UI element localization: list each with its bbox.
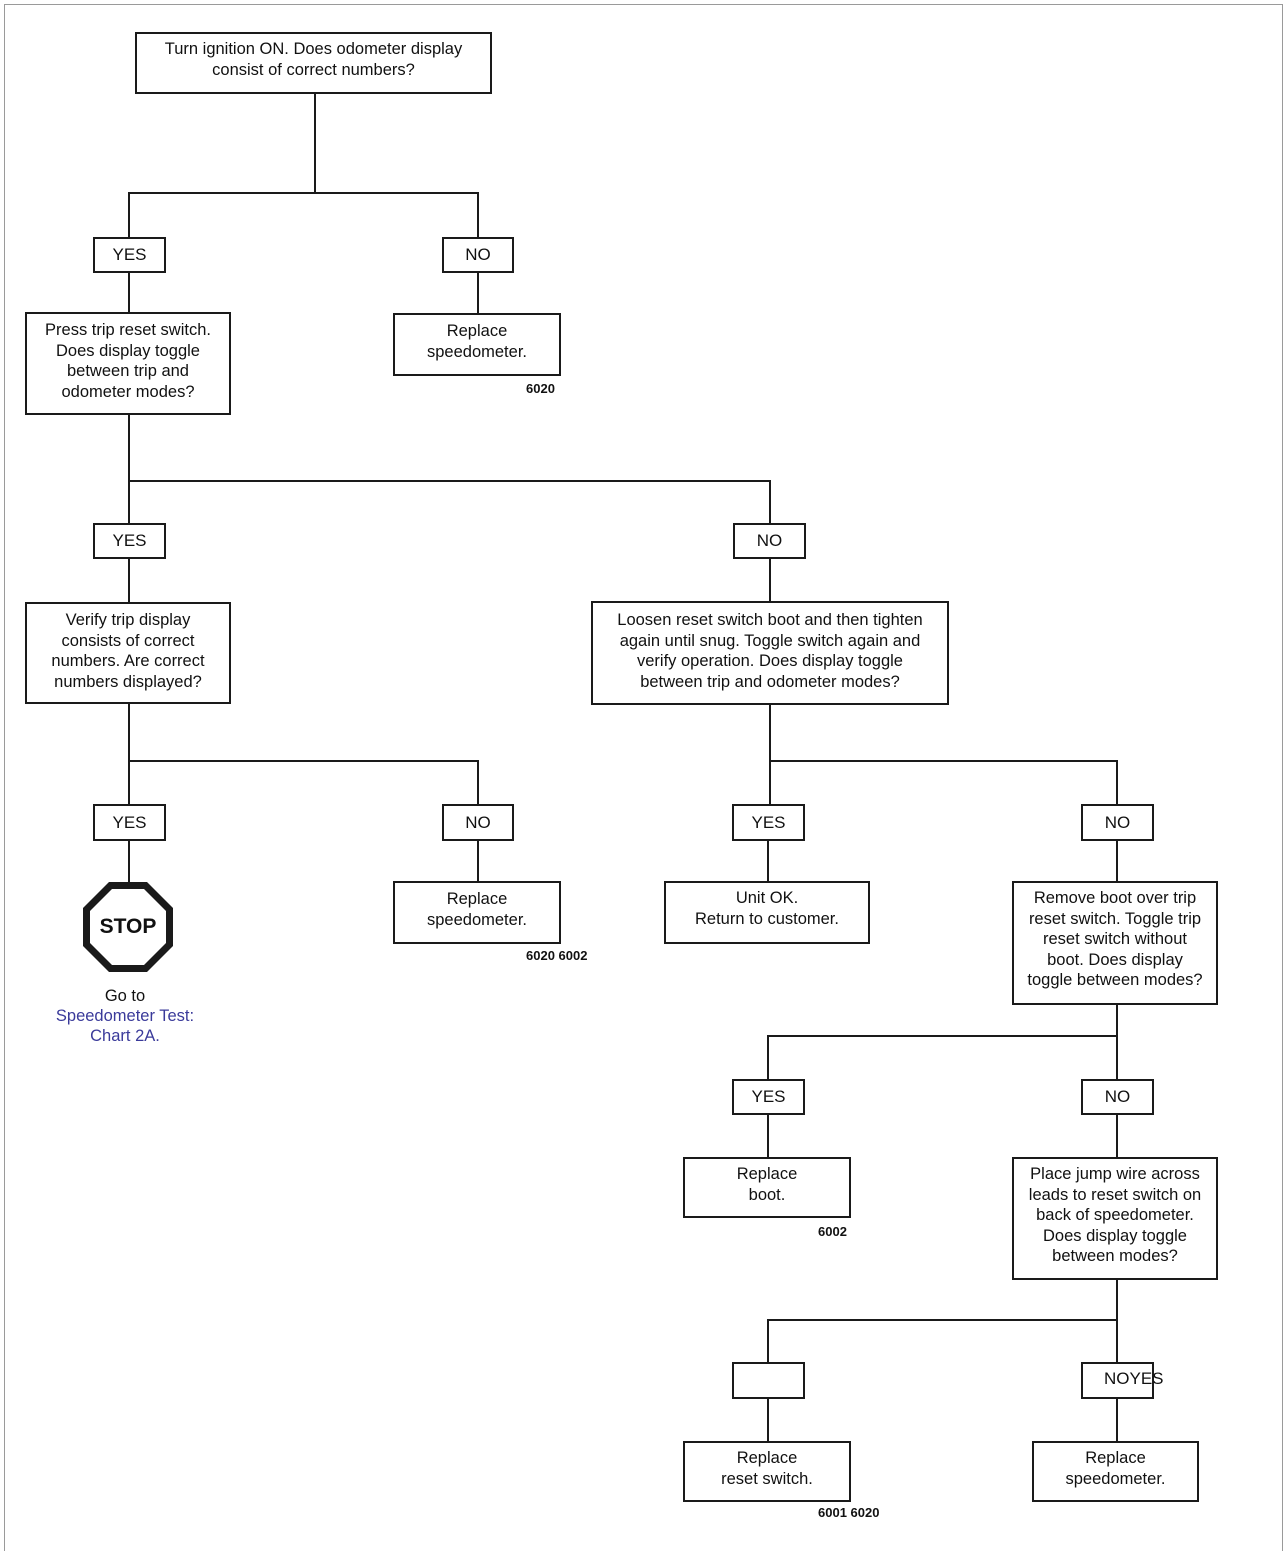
part-ref-1: 6020 <box>526 381 555 396</box>
connector-q5-split <box>767 1035 1117 1080</box>
goto-instruction: Go to Speedometer Test: Chart 2A. <box>30 986 220 1046</box>
part-ref-3: 6002 <box>818 1224 847 1239</box>
question-remove-boot: Remove boot over trip reset switch. Togg… <box>1012 881 1218 1005</box>
connector-q4-split <box>770 760 1118 805</box>
part-ref-4: 6001 6020 <box>818 1505 880 1520</box>
question-jump-wire: Place jump wire across leads to reset sw… <box>1012 1157 1218 1280</box>
page-frame <box>4 4 1283 1551</box>
action-replace-speedometer-3: Replace speedometer. <box>1032 1441 1199 1502</box>
answer-yes-q4: YES <box>732 804 805 841</box>
question-loosen-reset-boot: Loosen reset switch boot and then tighte… <box>591 601 949 705</box>
question-ignition-odometer: Turn ignition ON. Does odometer display … <box>135 32 492 94</box>
action-replace-boot: Replace boot. <box>683 1157 851 1218</box>
goto-text: Go to <box>104 987 146 1005</box>
answer-yes-q2: YES <box>93 523 166 559</box>
answer-noyes-q6: NOYES <box>1104 1369 1164 1388</box>
question-verify-trip-display: Verify trip display consists of correct … <box>25 602 231 704</box>
answer-yes-q3: YES <box>93 804 166 841</box>
action-unit-ok: Unit OK. Return to customer. <box>664 881 870 944</box>
stop-label: STOP <box>100 915 157 938</box>
answer-no-q2: NO <box>733 523 806 559</box>
part-ref-2: 6020 6002 <box>526 948 588 963</box>
answer-box-q6-right <box>1081 1362 1154 1399</box>
connector-q2-split <box>128 480 771 523</box>
connector-q3-split <box>129 760 479 805</box>
answer-no-q1: NO <box>442 237 514 273</box>
answer-no-q4: NO <box>1081 804 1154 841</box>
connector-q1-split <box>128 192 479 237</box>
answer-no-q3: NO <box>442 804 514 841</box>
question-trip-reset-toggle: Press trip reset switch. Does display to… <box>25 312 231 415</box>
stop-sign-icon: STOP <box>82 881 174 973</box>
answer-no-q5: NO <box>1081 1079 1154 1115</box>
action-replace-speedometer-1: Replace speedometer. <box>393 313 561 376</box>
answer-yes-q5: YES <box>732 1079 805 1115</box>
connector-q6-split <box>767 1319 1117 1363</box>
answer-blank-q6 <box>732 1362 805 1399</box>
action-replace-speedometer-2: Replace speedometer. <box>393 881 561 944</box>
answer-yes-q1: YES <box>93 237 166 273</box>
action-replace-reset-switch: Replace reset switch. <box>683 1441 851 1502</box>
speedometer-test-link[interactable]: Speedometer Test: Chart 2A. <box>55 1007 195 1045</box>
